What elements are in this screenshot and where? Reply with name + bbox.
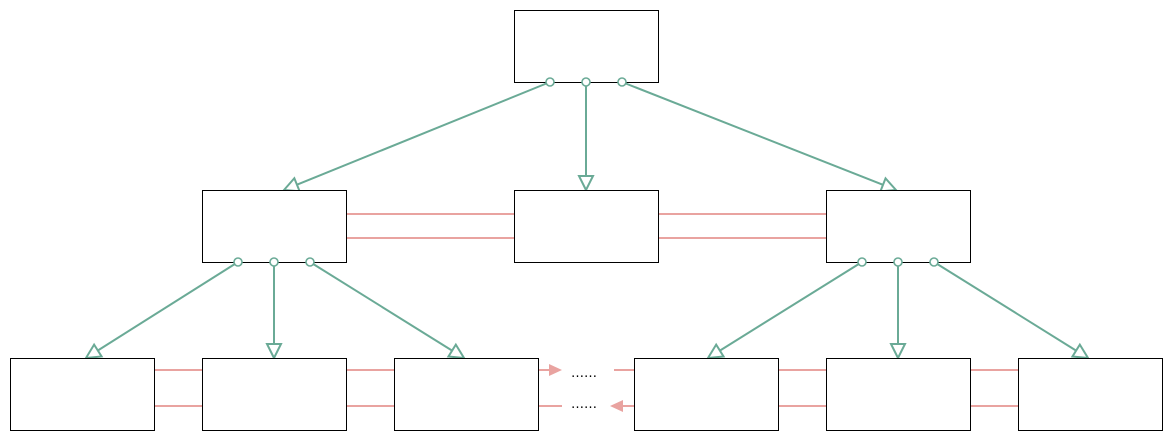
edge-m3-l4-line <box>719 261 863 352</box>
edge-root-m2-arrowhead <box>577 175 595 193</box>
edge-m3-l6-arrowhead <box>1070 342 1090 360</box>
edge-root-m1-arrowhead <box>281 176 302 193</box>
node-root <box>514 10 659 83</box>
tree-edges-layer <box>84 81 1090 361</box>
node-l5 <box>826 358 971 431</box>
edge-m1-l3-line <box>309 261 453 352</box>
node-m3 <box>826 190 971 263</box>
ellipsis-bottom: …… <box>571 397 597 412</box>
edge-root-m1-line <box>296 81 551 186</box>
ports-layer <box>233 77 939 267</box>
edge-m3-l4-port <box>857 257 867 267</box>
edge-m1-l3-port <box>305 257 315 267</box>
node-l1 <box>10 358 155 431</box>
edge-m1-l1-arrowhead <box>84 342 104 360</box>
edge-m3-l5-port <box>893 257 903 267</box>
edge-root-m1-port <box>545 77 555 87</box>
edge-m3-l6-port <box>929 257 939 267</box>
node-l3 <box>394 358 539 431</box>
edge-m3-l5-arrowhead <box>889 343 907 361</box>
edge-m3-l6-line <box>933 261 1077 352</box>
node-l4 <box>634 358 779 431</box>
edge-root-m2-port <box>581 77 591 87</box>
ellipsis-top: …… <box>571 366 597 381</box>
tree-nodes-layer <box>10 10 1163 431</box>
edge-m3-l4-arrowhead <box>706 342 726 360</box>
edge-m1-l3-arrowhead <box>446 342 466 360</box>
edge-m1-l1-line <box>97 261 239 352</box>
edge-root-m3-line <box>621 81 884 186</box>
edge-root-m3-arrowhead <box>878 176 899 193</box>
edge-root-m3-port <box>617 77 627 87</box>
link-l4-gap-prev-arrowhead <box>610 400 623 412</box>
node-m2 <box>514 190 659 263</box>
node-l2 <box>202 358 347 431</box>
link-l3-gap-next-arrowhead <box>549 364 562 376</box>
node-l6 <box>1018 358 1163 431</box>
edge-m1-l1-port <box>233 257 243 267</box>
edge-m1-l2-arrowhead <box>265 343 283 361</box>
node-m1 <box>202 190 347 263</box>
edge-m1-l2-port <box>269 257 279 267</box>
